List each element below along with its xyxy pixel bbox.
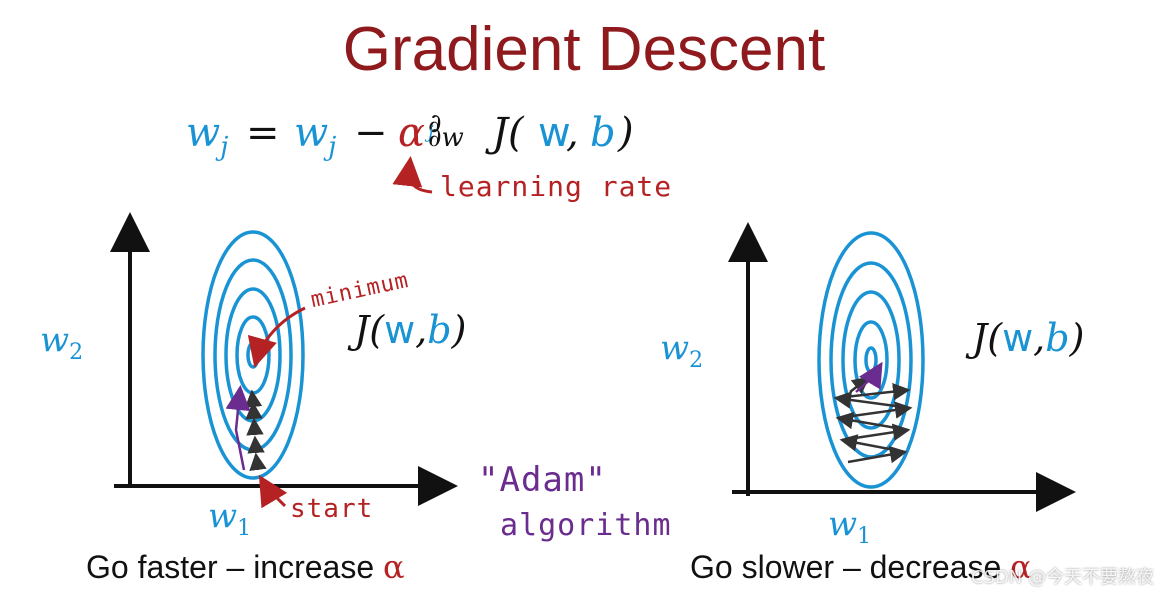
formula-b: b [590, 110, 616, 156]
left-y-axis-label: w2 [40, 320, 84, 365]
formula-equals: = [246, 110, 280, 156]
formula-minus: − [354, 110, 388, 156]
left-fast-path [225, 385, 251, 471]
formula-J: J( [492, 110, 524, 156]
start-arrow [258, 474, 288, 509]
slide-title: Gradient Descent [342, 15, 826, 84]
learning-rate-arrow [392, 156, 433, 194]
right-oscillation [833, 376, 913, 464]
left-contours [201, 230, 305, 480]
left-x-axis-label: w1 [208, 496, 252, 541]
right-x-axis-label: w1 [828, 504, 872, 549]
formula-vector-w: w [538, 110, 571, 156]
formula-alpha: α [398, 110, 426, 156]
formula-lhs: wj [186, 110, 229, 162]
start-note: start [290, 494, 374, 524]
right-y-axis-label: w2 [660, 328, 704, 373]
learning-rate-note: learning rate [440, 170, 673, 203]
watermark: CSDN @今天不要熬夜 [970, 567, 1154, 588]
right-caption: Go slower – decrease α [690, 548, 1032, 586]
right-slow-path [855, 361, 883, 393]
formula-close: ) [618, 110, 634, 156]
minimum-arrow [247, 306, 306, 368]
left-small-steps [244, 389, 267, 472]
right-cost-label: J(w,b) [972, 316, 1085, 360]
right-contours [817, 231, 925, 489]
formula-comma: , [566, 110, 579, 156]
adam-note-algorithm: algorithm [500, 508, 672, 543]
left-cost-label: J(w,b) [354, 308, 467, 352]
adam-note: "Adam" [478, 460, 607, 500]
formula-w: wj [294, 110, 337, 162]
left-caption: Go faster – increase α [86, 548, 405, 586]
